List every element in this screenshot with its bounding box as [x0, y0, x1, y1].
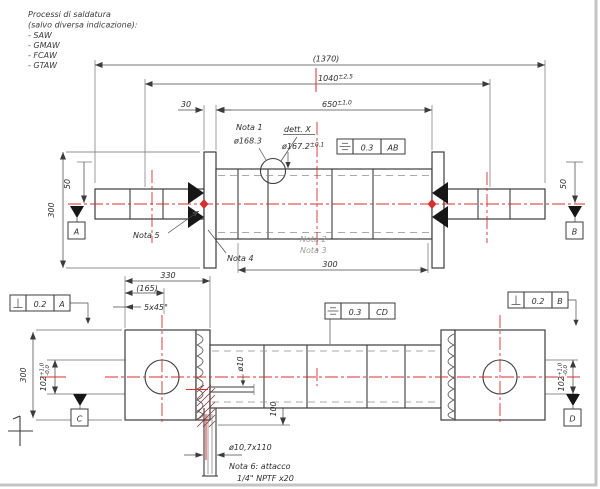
- weld-process-note: Processi di saldatura (salvo diversa ind…: [28, 10, 138, 70]
- dimension-lines: [30, 62, 578, 458]
- weld-note-item: - FCAW: [28, 51, 58, 60]
- weld-note-title: Processi di saldatura: [28, 10, 111, 19]
- dia-10-label: ø10: [236, 356, 245, 372]
- drum-shell-bottom: [209, 344, 442, 409]
- dim-1040: 1040±2,5: [318, 74, 353, 84]
- fcf-sym-datum: CD: [376, 308, 388, 317]
- fcf-perp-b-tol: 0.2: [532, 297, 545, 306]
- fcf-sym-cd: 0.3 CD: [324, 302, 396, 320]
- fcf-runout-ab: 0.3 AB: [336, 138, 406, 155]
- roller-bottom-view: [124, 329, 546, 477]
- left-block: [124, 329, 197, 421]
- perpendicularity-icon: [511, 295, 521, 305]
- fcf-perp-b-datum: B: [557, 297, 563, 306]
- dim-bore-right: 102+1,0-0,0: [557, 362, 569, 391]
- dim-50-left: 50: [63, 179, 72, 189]
- centerline-symbol: [8, 415, 33, 446]
- datum-c-label: C: [77, 415, 83, 424]
- dim-300-flange: 300: [47, 202, 56, 217]
- datum-c: C: [70, 394, 89, 427]
- fcf-perp-a: 0.2 A: [9, 294, 71, 312]
- detail-x-circle: [259, 157, 287, 185]
- dia-167-label: ø167.2±0.1: [281, 142, 324, 152]
- weld-note-item: - GTAW: [28, 61, 58, 70]
- fcf-runout-tol: 0.3: [361, 144, 374, 153]
- weld-note-item: - GMAW: [28, 41, 61, 50]
- dim-100: 100: [269, 401, 278, 416]
- fcf-runout-datum: AB: [387, 144, 399, 153]
- dim-650: 650±1,0: [322, 100, 352, 110]
- dim-330: 330: [160, 271, 175, 280]
- left-flange: [203, 151, 217, 269]
- chamfer-label: 5x45°: [144, 303, 168, 312]
- centerlines: [40, 68, 585, 460]
- weld-triangles-left: [188, 182, 204, 228]
- dia-168-label: ø168.3: [233, 137, 262, 146]
- dim-300-shell: 300: [322, 260, 337, 269]
- nota-1-label: Nota 1: [236, 123, 263, 132]
- nota-4-label: Nota 4: [227, 254, 254, 263]
- nota-6-line1: Nota 6: attacco: [229, 462, 291, 471]
- symmetry-icon: [339, 142, 351, 151]
- dim-50-right: 50: [559, 179, 568, 189]
- weld-note-item: - SAW: [28, 31, 53, 40]
- detail-x-label: dett. X: [284, 125, 311, 134]
- weld-note-subtitle: (salvo diversa indicazione):: [28, 21, 138, 30]
- datum-a: A: [67, 206, 86, 240]
- dim-bore-left: 102+1,0-0,0: [39, 362, 51, 391]
- nota-3-label: Nota 3: [300, 246, 327, 255]
- fcf-perp-a-tol: 0.2: [34, 300, 47, 309]
- tube-attachment: [202, 408, 218, 477]
- dim-300-block: 300: [19, 367, 28, 382]
- dim-30: 30: [181, 100, 191, 109]
- datum-d-label: D: [569, 415, 575, 424]
- datum-b: B: [565, 206, 584, 240]
- leader-lines: [70, 134, 579, 386]
- symmetry-icon: [327, 307, 339, 315]
- perpendicularity-icon: [13, 298, 23, 308]
- datum-b-label: B: [572, 228, 578, 237]
- datum-d: D: [563, 394, 582, 427]
- dim-165: (165): [136, 284, 158, 293]
- nota-2-label: Nota 2: [300, 235, 327, 244]
- nota-5-label: Nota 5: [133, 231, 160, 240]
- fcf-perp-b: 0.2 B: [507, 291, 569, 309]
- weld-triangles-right: [432, 182, 448, 228]
- datum-a-label: A: [73, 228, 79, 237]
- cross-hole: [210, 384, 255, 395]
- nota-6-line2: 1/4" NPTF x20: [237, 474, 294, 483]
- dia-tube-label: ø10,7x110: [228, 443, 272, 452]
- fcf-perp-a-datum: A: [58, 300, 64, 309]
- dim-overall-length: (1370): [313, 55, 340, 64]
- fcf-sym-tol: 0.3: [349, 308, 362, 317]
